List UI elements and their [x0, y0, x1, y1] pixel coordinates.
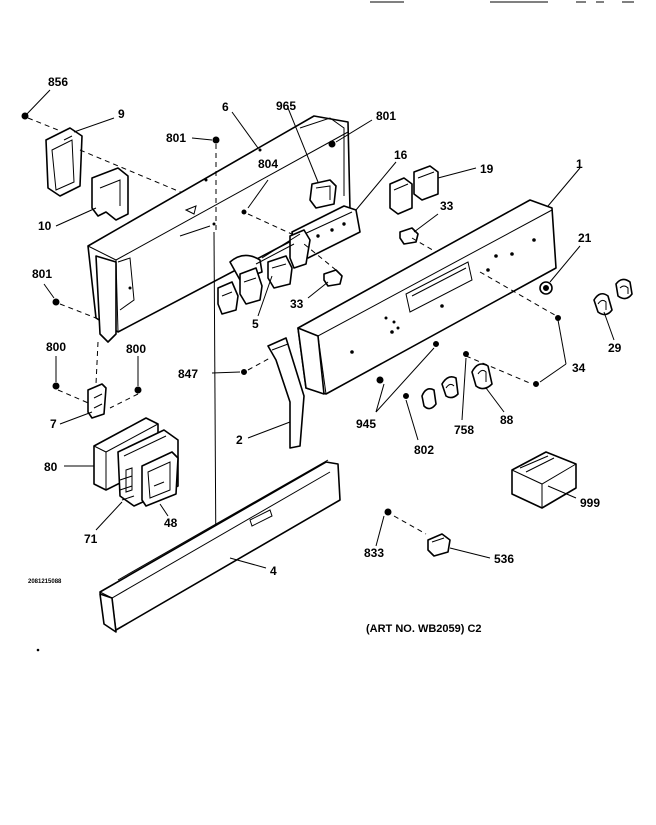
callout-10: 10 [38, 219, 52, 233]
control-panel-1 [297, 167, 581, 395]
trim-strip-4 [99, 459, 341, 633]
screw-758 [461, 351, 469, 421]
clip-33-lower [303, 243, 343, 299]
callout-71: 71 [84, 532, 98, 546]
clip-965 [287, 107, 337, 209]
screw-801-right [328, 119, 373, 148]
callout-800-right: 800 [126, 342, 147, 356]
screw-833 [375, 508, 427, 547]
diagram-code: 2081215088 [28, 579, 62, 585]
callout-801-left: 801 [32, 267, 53, 281]
callout-847: 847 [178, 367, 199, 381]
callout-2: 2 [236, 433, 243, 447]
bracket-7 [59, 383, 107, 425]
knobs-29 [593, 278, 633, 341]
screw-801-left [43, 283, 97, 319]
clip-536 [427, 533, 491, 559]
screws-34 [465, 315, 567, 387]
end-bracket-2 [247, 337, 305, 449]
callout-1: 1 [576, 157, 583, 171]
callout-16: 16 [394, 148, 408, 162]
callout-800-left: 800 [46, 340, 67, 354]
screws-800 [52, 341, 142, 409]
callout-33-lower: 33 [290, 297, 304, 311]
callout-29: 29 [608, 341, 622, 355]
screw-847 [211, 357, 271, 375]
callout-758: 758 [454, 423, 475, 437]
cover-48 [141, 451, 179, 517]
callout-34: 34 [572, 361, 586, 375]
callout-945: 945 [356, 417, 377, 431]
alignment-line [213, 231, 217, 571]
callout-7: 7 [50, 417, 57, 431]
switches-19 [389, 165, 477, 215]
callout-19: 19 [480, 162, 494, 176]
callout-9: 9 [118, 107, 125, 121]
knob-88 [471, 363, 505, 413]
callout-5: 5 [252, 317, 259, 331]
callout-4: 4 [270, 564, 277, 578]
knob-21 [539, 245, 581, 295]
knobs-945 [375, 341, 459, 413]
backguard-6 [87, 111, 351, 343]
screw-801-top [191, 136, 220, 230]
art-number: (ART NO. WB2059) C2 [366, 623, 482, 635]
screw-804 [241, 179, 297, 237]
callout-801-top: 801 [166, 131, 187, 145]
callout-856: 856 [48, 75, 69, 89]
screw-856 [21, 89, 59, 131]
callout-801-right: 801 [376, 109, 397, 123]
callout-833: 833 [364, 546, 385, 560]
package-999 [511, 451, 577, 509]
callout-999: 999 [580, 496, 601, 510]
callout-804: 804 [258, 157, 279, 171]
callout-80: 80 [44, 460, 58, 474]
callout-6: 6 [222, 100, 229, 114]
callout-88: 88 [500, 413, 514, 427]
bracket-9 [45, 117, 191, 197]
screw-802 [403, 393, 419, 441]
valve-knob-assembly-5 [217, 229, 311, 317]
callout-802: 802 [414, 443, 435, 457]
callout-21: 21 [578, 231, 592, 245]
clip-33-upper [399, 213, 439, 253]
callout-965: 965 [276, 99, 297, 113]
callout-48: 48 [164, 516, 178, 530]
bracket-10 [55, 167, 129, 227]
callout-536: 536 [494, 552, 515, 566]
callout-33-upper: 33 [440, 199, 454, 213]
